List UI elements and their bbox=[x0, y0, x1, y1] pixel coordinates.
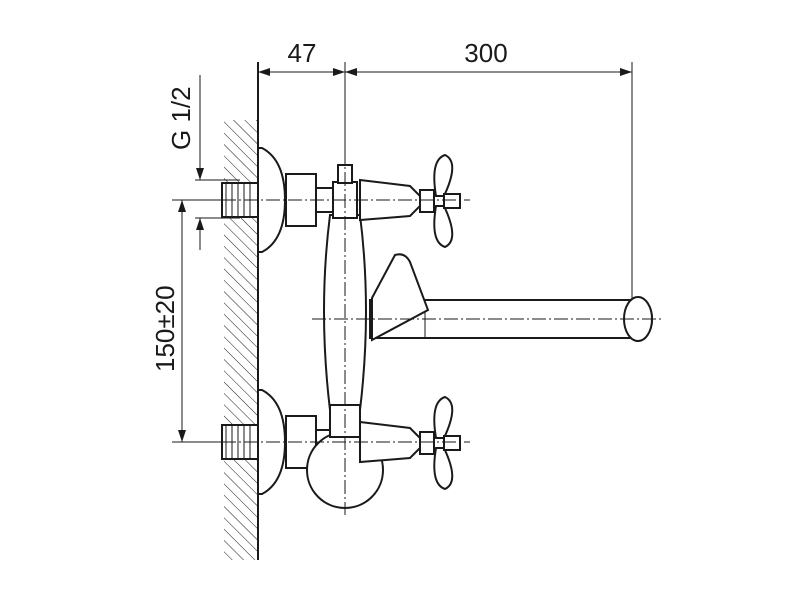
dimension-thread: G 1/2 bbox=[166, 75, 240, 250]
dimension-300-label: 300 bbox=[464, 38, 507, 68]
top-valve-handle bbox=[359, 153, 461, 249]
dimension-47: 47 bbox=[258, 38, 345, 76]
thread-size-label: G 1/2 bbox=[166, 86, 196, 150]
dimension-300: 300 bbox=[345, 38, 632, 76]
wall-hatching bbox=[224, 62, 259, 560]
dimension-47-label: 47 bbox=[288, 38, 317, 68]
inlet-spacing-label: 150±20 bbox=[150, 285, 180, 372]
spout bbox=[369, 253, 654, 342]
